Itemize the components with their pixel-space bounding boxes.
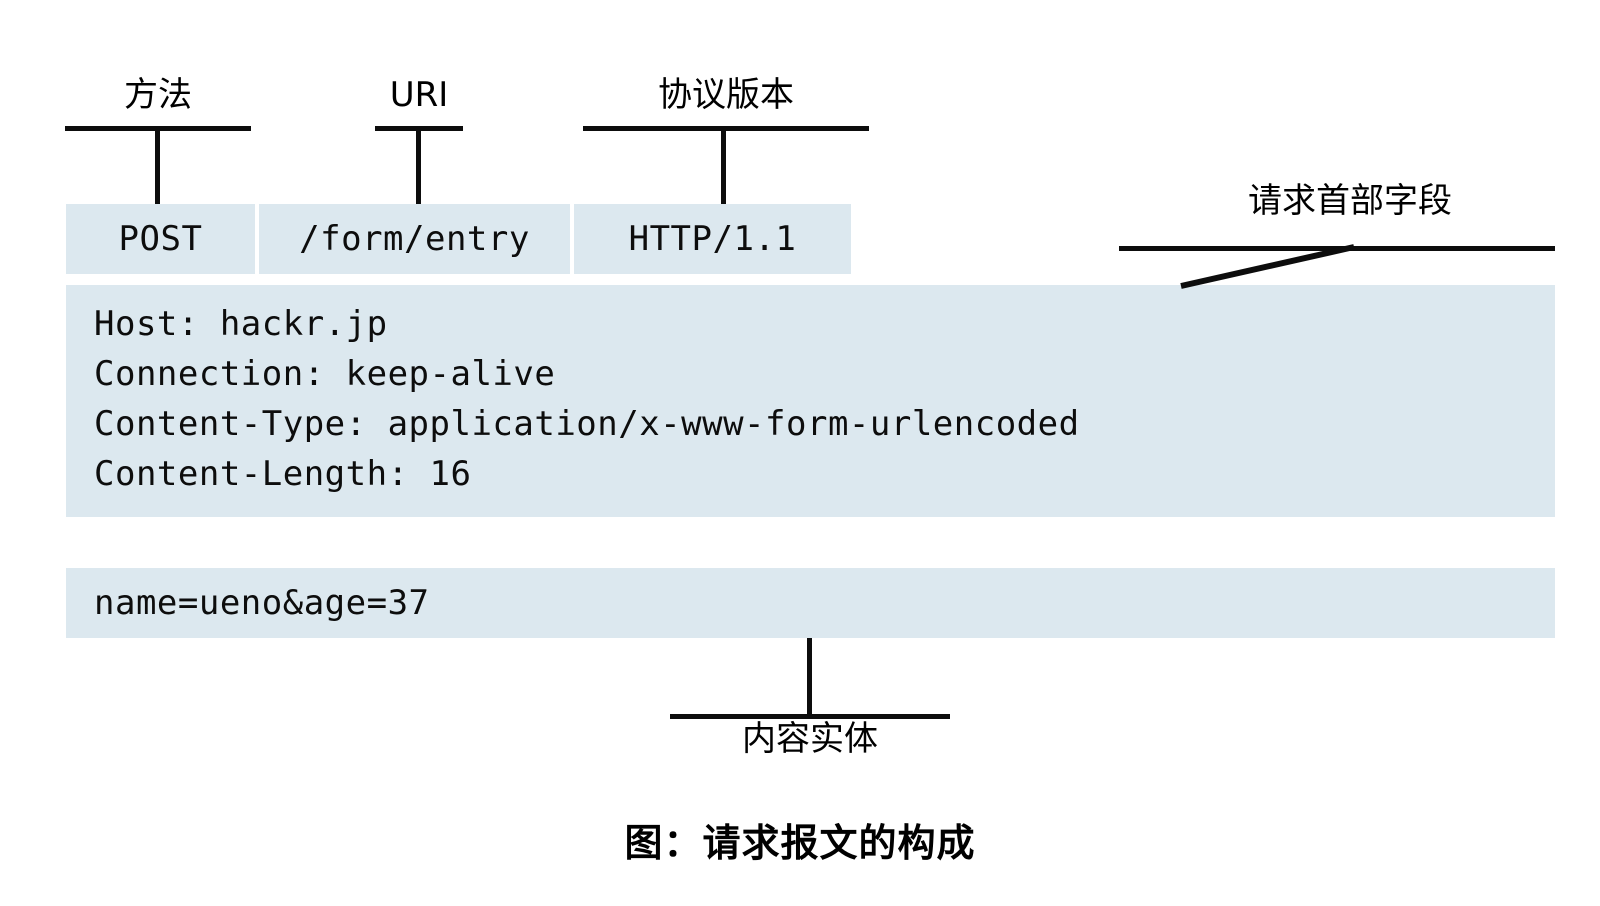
request-line-field-protocol-version: HTTP/1.1 — [574, 204, 851, 274]
bracket-stem-protocol-version — [721, 126, 726, 206]
callout-label-uri: URI — [389, 75, 449, 115]
callout-label-protocol-version: 协议版本 — [658, 75, 794, 115]
request-uri-value: /form/entry — [299, 219, 530, 259]
callout-bar-content-entity — [670, 714, 950, 719]
message-body-block: name=ueno&age=37 — [66, 568, 1555, 638]
bracket-stem-method — [155, 126, 160, 206]
request-protocol-version-value: HTTP/1.1 — [628, 219, 797, 259]
callout-label-content-entity: 内容实体 — [742, 719, 878, 759]
header-line: Connection: keep-alive — [94, 354, 556, 394]
callout-label-request-header-fields: 请求首部字段 — [1248, 181, 1452, 221]
header-line: Host: hackr.jp — [94, 304, 388, 344]
message-body-value: name=ueno&age=37 — [94, 583, 430, 623]
request-header-block: Host: hackr.jp Connection: keep-alive Co… — [66, 285, 1555, 517]
request-line-field-method: POST — [66, 204, 255, 274]
header-line: Content-Length: 16 — [94, 454, 472, 494]
header-line: Content-Type: application/x-www-form-url… — [94, 404, 1080, 444]
figure-caption: 图：请求报文的构成 — [624, 821, 976, 865]
callout-leader-line-request-header-fields — [1180, 244, 1355, 289]
request-line-field-uri: /form/entry — [259, 204, 570, 274]
bracket-stem-uri — [416, 126, 421, 206]
request-method-value: POST — [118, 219, 203, 259]
bracket-bar-protocol-version — [583, 126, 869, 131]
callout-stem-content-entity — [807, 638, 812, 718]
callout-label-method: 方法 — [124, 75, 192, 115]
